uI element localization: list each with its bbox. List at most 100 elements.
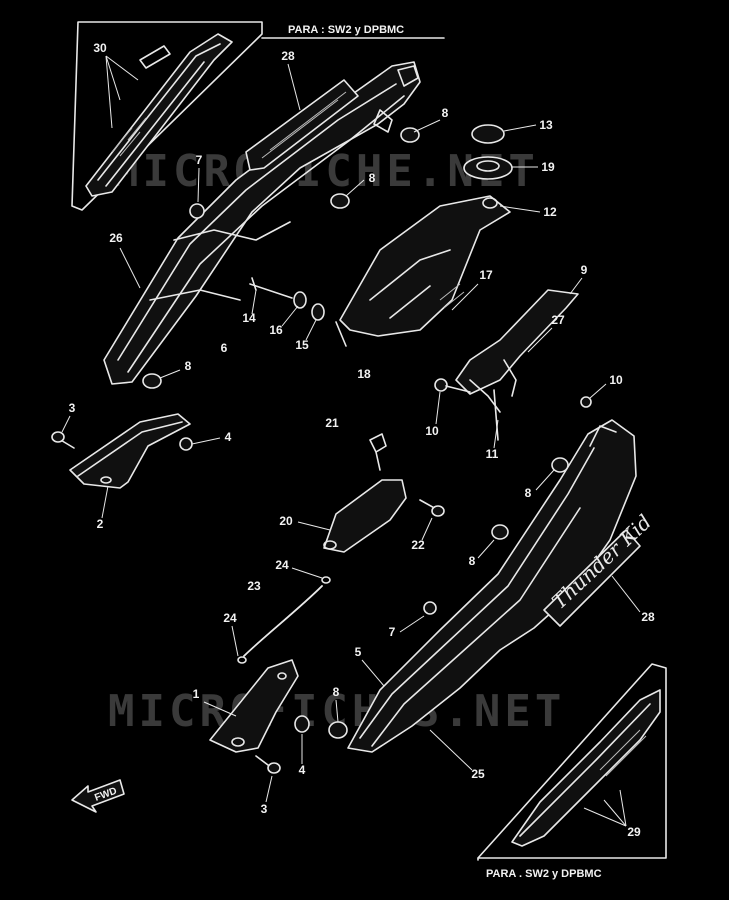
callout-6: 6 xyxy=(221,341,228,355)
callout-7-a: 7 xyxy=(196,153,203,203)
svg-text:26: 26 xyxy=(109,231,123,245)
callout-3-b: 3 xyxy=(261,775,273,816)
callout-27: 27 xyxy=(527,313,565,353)
callout-25: 25 xyxy=(429,729,485,781)
svg-text:23: 23 xyxy=(247,579,261,593)
side-cover-fasteners xyxy=(328,396,592,739)
inset-top-label: PARA : SW2 y DPBMC xyxy=(288,24,404,36)
inset-bottom-label: PARA . SW2 y DPBMC xyxy=(486,868,602,880)
callout-26: 26 xyxy=(109,231,141,289)
callout-4-a: 4 xyxy=(191,430,232,445)
svg-text:3: 3 xyxy=(261,802,268,816)
callout-12: 12 xyxy=(499,205,557,219)
callout-20: 20 xyxy=(279,514,331,531)
svg-text:7: 7 xyxy=(389,625,396,639)
svg-text:28: 28 xyxy=(281,49,295,63)
callout-8-b: 8 xyxy=(345,171,376,197)
callout-16: 16 xyxy=(269,305,299,337)
callout-10-a: 10 xyxy=(425,391,441,438)
part-27-bracket xyxy=(434,289,579,441)
bolt-set-14-16-15 xyxy=(249,277,325,321)
callout-4-b: 4 xyxy=(299,734,306,777)
callout-11: 11 xyxy=(486,419,499,461)
svg-text:21: 21 xyxy=(325,416,339,430)
callout-14: 14 xyxy=(242,289,257,325)
callout-8-e: 8 xyxy=(469,539,495,568)
inset-bottom-right: PARA . SW2 y DPBMC xyxy=(477,663,667,880)
callout-8-f: 8 xyxy=(333,685,340,723)
svg-text:16: 16 xyxy=(269,323,283,337)
svg-text:8: 8 xyxy=(469,554,476,568)
callout-15: 15 xyxy=(295,319,317,352)
svg-text:19: 19 xyxy=(541,160,555,174)
svg-text:25: 25 xyxy=(471,767,485,781)
svg-text:18: 18 xyxy=(357,367,371,381)
svg-text:1: 1 xyxy=(193,687,200,701)
svg-text:22: 22 xyxy=(411,538,425,552)
svg-text:8: 8 xyxy=(185,359,192,373)
callout-17: 17 xyxy=(451,268,493,311)
callout-18: 18 xyxy=(357,367,371,381)
svg-text:8: 8 xyxy=(442,106,449,120)
svg-text:20: 20 xyxy=(279,514,293,528)
part-19-grommet xyxy=(463,156,513,180)
svg-text:10: 10 xyxy=(609,373,623,387)
callout-24-b: 24 xyxy=(223,611,239,657)
callout-28-right: 28 xyxy=(611,575,655,624)
svg-text:8: 8 xyxy=(525,486,532,500)
callout-8-c: 8 xyxy=(159,359,192,379)
svg-text:8: 8 xyxy=(333,685,340,699)
svg-text:29: 29 xyxy=(627,825,641,839)
fwd-arrow-icon: FWD xyxy=(71,779,125,813)
svg-text:24: 24 xyxy=(275,558,289,572)
callout-8-d: 8 xyxy=(525,469,555,500)
callout-1: 1 xyxy=(193,687,237,717)
callout-5: 5 xyxy=(355,645,385,687)
svg-text:9: 9 xyxy=(581,263,588,277)
inset-top-left: PARA : SW2 y DPBMC xyxy=(71,21,445,211)
callout-8-a: 8 xyxy=(413,106,449,133)
part-13-cap xyxy=(471,124,505,144)
svg-text:5: 5 xyxy=(355,645,362,659)
callout-21: 21 xyxy=(325,416,339,430)
part-20-bracket xyxy=(323,433,445,553)
svg-text:12: 12 xyxy=(543,205,557,219)
part-23-hose xyxy=(237,576,331,664)
svg-text:17: 17 xyxy=(479,268,493,282)
callout-28-top: 28 xyxy=(281,49,301,111)
svg-text:2: 2 xyxy=(97,517,104,531)
callout-2: 2 xyxy=(97,485,109,531)
svg-text:3: 3 xyxy=(69,401,76,415)
part-2-bracket xyxy=(51,413,193,489)
svg-text:10: 10 xyxy=(425,424,439,438)
emblem-top xyxy=(245,79,359,171)
svg-text:15: 15 xyxy=(295,338,309,352)
part-1-bracket xyxy=(209,659,310,774)
callout-24-a: 24 xyxy=(275,558,323,579)
part-12-bracket xyxy=(335,195,511,347)
svg-text:30: 30 xyxy=(93,41,107,55)
callout-10-b: 10 xyxy=(589,373,623,399)
callout-3-a: 3 xyxy=(61,401,76,433)
svg-text:4: 4 xyxy=(225,430,232,444)
callout-9: 9 xyxy=(569,263,588,295)
svg-text:8: 8 xyxy=(369,171,376,185)
callout-23: 23 xyxy=(247,579,261,593)
callout-30: 30 xyxy=(93,41,139,129)
svg-text:28: 28 xyxy=(641,610,655,624)
callout-29: 29 xyxy=(583,789,641,839)
svg-text:13: 13 xyxy=(539,118,553,132)
callout-7-b: 7 xyxy=(389,615,425,639)
svg-text:6: 6 xyxy=(221,341,228,355)
svg-text:7: 7 xyxy=(196,153,203,167)
callout-19: 19 xyxy=(512,160,555,174)
callout-22: 22 xyxy=(411,517,433,552)
callout-13: 13 xyxy=(503,118,553,132)
side-cover-right xyxy=(347,419,637,753)
svg-text:11: 11 xyxy=(486,447,499,461)
svg-text:27: 27 xyxy=(551,313,565,327)
svg-text:4: 4 xyxy=(299,763,306,777)
svg-text:14: 14 xyxy=(242,311,256,325)
svg-text:24: 24 xyxy=(223,611,237,625)
